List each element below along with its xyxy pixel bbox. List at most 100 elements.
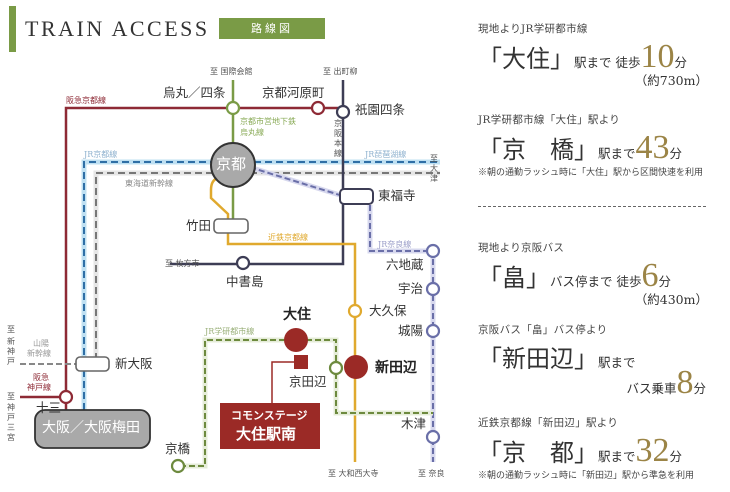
page-title: TRAIN ACCESS <box>25 16 210 41</box>
access-minutes: 8 <box>676 364 694 401</box>
access-dest: 「京 橋」 <box>478 136 598 164</box>
station-marker-kizu[interactable] <box>425 429 441 445</box>
access-dest: 「新田辺」 <box>478 345 598 373</box>
direction-shin-kobe-1: 至 <box>7 325 15 334</box>
line-label-tokaido-shinkansen: 東海道新幹線 <box>125 179 173 188</box>
access-suffix: バス停まで 徒歩 <box>550 274 642 289</box>
access-suffix-2: バス乗車 <box>626 381 677 396</box>
direction-kobe-sannomiya-2: 神 <box>7 403 15 412</box>
station-label-kawaramachi[interactable]: 京都河原町 <box>262 85 325 100</box>
line-label-hankyu-kobe-1: 阪急 <box>33 373 49 382</box>
station-marker-joyo[interactable] <box>425 323 441 339</box>
station-marker-karasuma[interactable] <box>225 100 241 116</box>
access-unit: 分 <box>693 381 706 396</box>
route-map-badge: 路線図 <box>219 18 325 39</box>
station-label-gion-shijo[interactable]: 祇園四条 <box>355 102 406 117</box>
direction-kobe-sannomiya-3: 戸 <box>7 413 15 422</box>
station-marker-kyotanabe[interactable] <box>328 360 344 376</box>
station-marker-chushojima[interactable] <box>235 255 251 271</box>
line-label-keihan-4: 線 <box>334 149 342 158</box>
station-label-joyo[interactable]: 城陽 <box>398 323 424 338</box>
line-label-sanyo-1: 山陽 <box>33 339 49 348</box>
property-marker[interactable] <box>294 355 308 369</box>
access-block-kyoto: 近鉄京都線「新田辺」駅より 「京 都」駅まで32分 ※朝の通勤ラッシュ時に「新田… <box>478 415 728 481</box>
station-label-osaka-umeda[interactable]: 大阪／大阪梅田 <box>42 420 140 436</box>
station-label-kyobashi[interactable]: 京橋 <box>165 441 191 456</box>
access-note: （約430m） <box>634 292 708 307</box>
direction-otsu-2: 大 <box>430 164 438 173</box>
line-label-jr-kyoto: JR京都線 <box>84 150 118 159</box>
station-marker-gion[interactable] <box>335 104 351 120</box>
access-note: ※朝の通勤ラッシュ時に「大住」駅から区間快速を利用 <box>478 168 704 178</box>
access-unit: 分 <box>658 274 671 289</box>
line-tokaido-shinkansen <box>93 170 440 360</box>
access-unit: 分 <box>674 55 687 70</box>
access-note: ※朝の通勤ラッシュ時に「新田辺」駅から準急を利用 <box>478 471 695 481</box>
station-label-uji[interactable]: 宇治 <box>398 281 424 296</box>
property-box[interactable] <box>220 403 320 449</box>
access-dest: 「大住」 <box>478 45 574 73</box>
line-label-jr-nara: JR奈良線 <box>378 240 412 249</box>
direction-otsu-1: 至 <box>430 154 438 163</box>
access-minutes: 43 <box>635 129 670 166</box>
direction-kobe-sannomiya-5: 宮 <box>7 433 15 442</box>
station-marker-okubo[interactable] <box>347 303 363 319</box>
direction-otsu-3: 津 <box>430 174 438 183</box>
access-block-bus-stop-walk: 現地より京阪バス 「畠」バス停まで 徒歩6分 （約430m） <box>478 240 728 308</box>
property-name-line-2[interactable]: 大住駅南 <box>236 425 297 443</box>
section-divider <box>478 206 706 207</box>
access-unit: 分 <box>669 449 683 464</box>
access-suffix: 駅まで 徒歩 <box>574 55 641 70</box>
direction-kobe-sannomiya-1: 至 <box>7 392 15 401</box>
station-label-takeda[interactable]: 竹田 <box>186 218 212 233</box>
station-marker-osumi[interactable] <box>284 328 308 352</box>
access-unit: 分 <box>669 146 683 161</box>
direction-demachiyanagi: 至 出町柳 <box>323 67 358 76</box>
direction-shin-kobe-4: 戸 <box>7 357 15 366</box>
station-label-juso[interactable]: 十三 <box>36 400 62 415</box>
station-label-shin-osaka[interactable]: 新大阪 <box>115 356 153 371</box>
station-label-okubo[interactable]: 大久保 <box>369 303 407 318</box>
line-label-sanyo-2: 新幹線 <box>27 349 51 358</box>
line-label-jr-gakkentoshi: JR学研都市線 <box>205 327 255 336</box>
station-marker-rokujizo[interactable] <box>425 243 441 259</box>
station-label-rokujizo[interactable]: 六地蔵 <box>386 257 424 272</box>
station-label-karasuma-shijo[interactable]: 烏丸／四条 <box>163 85 226 100</box>
station-label-tofukuji[interactable]: 東福寺 <box>378 188 416 203</box>
station-marker-shin-osaka[interactable] <box>75 356 110 372</box>
station-marker-shintanabe[interactable] <box>344 355 368 379</box>
property-name-line-1[interactable]: コモンステージ <box>231 409 308 422</box>
station-marker-tofukuji[interactable] <box>339 188 374 205</box>
access-sub: 現地より京阪バス <box>478 242 565 254</box>
line-label-kintetsu: 近鉄京都線 <box>268 233 308 242</box>
access-sub: 京阪バス「畠」バス停より <box>478 324 608 336</box>
station-label-kizu[interactable]: 木津 <box>401 416 427 431</box>
access-minutes: 6 <box>641 257 659 294</box>
station-label-shintanabe[interactable]: 新田辺 <box>375 360 417 376</box>
station-marker-kyoto[interactable] <box>210 142 256 188</box>
station-marker-takeda[interactable] <box>213 218 249 234</box>
header-accent-bar <box>9 6 16 52</box>
station-marker-uji[interactable] <box>425 281 441 297</box>
station-label-osumi[interactable]: 大住 <box>283 307 311 323</box>
access-sub: 現地よりJR学研都市線 <box>478 23 588 35</box>
route-map <box>20 80 441 474</box>
access-suffix: 駅まで <box>598 449 636 464</box>
station-label-chushojima[interactable]: 中書島 <box>226 274 264 289</box>
station-marker-osaka-umeda[interactable] <box>34 409 151 449</box>
access-dest: 「畠」 <box>478 264 550 292</box>
line-jr-kyoto <box>81 159 440 410</box>
access-minutes: 10 <box>640 38 675 75</box>
station-label-kyotanabe[interactable]: 京田辺 <box>289 374 327 389</box>
station-label-kyoto[interactable]: 京都 <box>216 155 247 173</box>
access-block-kyobashi: JR学研都市線「大住」駅より 「京 橋」駅まで43分 ※朝の通勤ラッシュ時に「大… <box>478 112 728 178</box>
station-marker-kawaramachi[interactable] <box>310 100 326 116</box>
access-note: （約730m） <box>634 73 708 88</box>
station-marker-juso[interactable] <box>58 389 74 405</box>
line-label-jr-biwako: JR琵琶湖線 <box>365 150 407 159</box>
direction-shin-kobe-2: 新 <box>7 337 15 346</box>
direction-yamato-saidaiji: 至 大和西大寺 <box>328 469 379 478</box>
access-block-shintanabe-bus: 京阪バス「畠」バス停より 「新田辺」駅まで バス乗車8分 <box>478 322 728 402</box>
direction-kokusai-kaikan: 至 国際会館 <box>210 67 253 76</box>
station-marker-kyobashi[interactable] <box>170 458 186 474</box>
